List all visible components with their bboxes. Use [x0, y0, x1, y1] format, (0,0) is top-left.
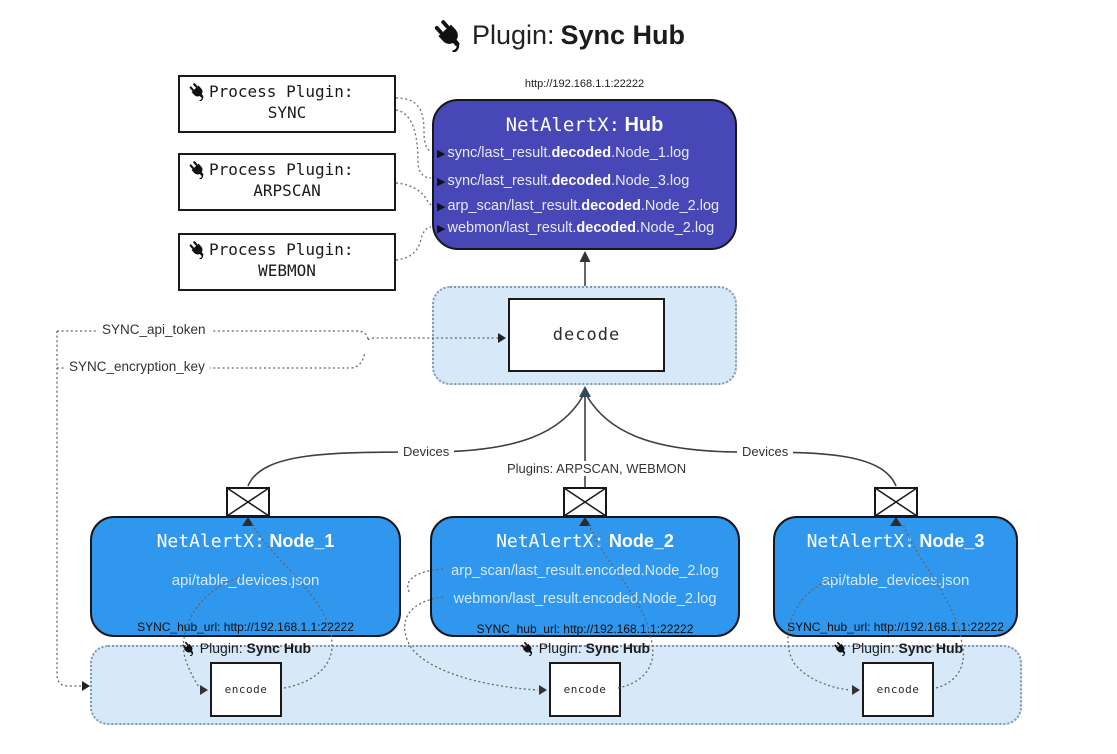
process-plugin-label: Process Plugin: [209, 82, 354, 101]
node-hub-url: SYNC_hub_url: http://192.168.1.1:22222 [137, 620, 354, 634]
hub-log-line: ▶arp_scan/last_result.decoded.Node_2.log [434, 198, 738, 214]
log-text-bold: decoded [551, 173, 612, 189]
node-1-box: NetAlertX: Node_1 api/table_devices.json… [90, 516, 401, 637]
node-2-box: NetAlertX: Node_2 arp_scan/last_result.e… [430, 516, 740, 637]
plugins-center-label: Plugins: ARPSCAN, WEBMON [502, 461, 692, 476]
node-file-line: api/table_devices.json [821, 572, 970, 589]
log-text: .Node_2.log [636, 220, 715, 236]
hub-node: NetAlertX: Hub ▶sync/last_result.decoded… [432, 99, 737, 250]
node-title-name: Node_2 [608, 531, 674, 551]
node-title: NetAlertX: Node_2 [432, 531, 738, 552]
plug-icon [188, 240, 207, 259]
process-plugin-label: Process Plugin: [209, 160, 354, 179]
edge-sync-to-log1 [395, 97, 432, 152]
node-title-name: Node_1 [269, 531, 335, 551]
hub-log-line: ▶webmon/last_result.decoded.Node_2.log [434, 220, 738, 236]
node-title: NetAlertX: Node_3 [775, 531, 1016, 552]
log-text-bold: decoded [581, 198, 641, 214]
encode-box: encode [549, 662, 621, 717]
arrow-right-icon: ▶ [437, 223, 446, 235]
node-title-prefix: NetAlertX: [806, 531, 915, 552]
hub-url-label: http://192.168.1.1:22222 [524, 78, 645, 90]
plug-icon [181, 641, 196, 656]
node-hub-url: SYNC_hub_url: http://192.168.1.1:22222 [476, 622, 694, 636]
plugin-label-name: Sync Hub [585, 640, 651, 656]
plugin-label-text: Plugin: [851, 640, 895, 656]
node-title-prefix: NetAlertX: [156, 531, 265, 552]
encode-box: encode [862, 662, 934, 717]
plugin-label-text: Plugin: [538, 640, 582, 656]
encode-box: encode [210, 662, 282, 717]
arrowhead [579, 386, 591, 397]
log-text: .Node_1.log [611, 145, 690, 161]
arrow-right-icon: ▶ [437, 148, 446, 160]
log-text: arp_scan/last_result. [447, 198, 582, 214]
arrow-right-icon: ▶ [437, 201, 446, 213]
edge-webmon-to-log4 [395, 226, 432, 261]
node-file-line: arp_scan/last_result.encoded.Node_2.log [451, 563, 719, 579]
log-text: sync/last_result. [447, 145, 552, 161]
hub-log-line: ▶sync/last_result.decoded.Node_1.log [434, 145, 738, 161]
sync-api-token-label: SYNC_api_token [97, 322, 211, 337]
mail-icon [563, 487, 607, 517]
hub-title: NetAlertX: Hub [434, 114, 735, 137]
node-file-line: api/table_devices.json [171, 572, 320, 589]
edge-arpscan-to-log3 [395, 182, 432, 206]
arrowhead [579, 251, 591, 262]
mail-icon [874, 487, 918, 517]
node-title-prefix: NetAlertX: [496, 531, 605, 552]
arrowhead [82, 681, 90, 691]
log-text: .Node_2.log [640, 198, 720, 214]
node-3-box: NetAlertX: Node_3 api/table_devices.json… [773, 516, 1018, 637]
plug-icon [188, 160, 207, 179]
process-plugin-name: ARPSCAN [253, 181, 321, 200]
process-plugin-box-webmon: Process Plugin: WEBMON [178, 233, 396, 291]
log-text: .Node_3.log [611, 173, 690, 189]
plug-icon [188, 82, 207, 101]
edge-sync-to-log2 [395, 109, 432, 179]
hub-title-prefix: NetAlertX: [505, 114, 621, 136]
page-title: Plugin: Sync Hub [0, 14, 1117, 56]
process-plugin-name: WEBMON [258, 261, 316, 280]
page-title-name: Sync Hub [560, 19, 686, 50]
process-plugin-box-arpscan: Process Plugin: ARPSCAN [178, 153, 396, 211]
process-plugin-name: SYNC [267, 103, 307, 122]
log-text: sync/last_result. [447, 173, 552, 189]
node-hub-url: SYNC_hub_url: http://192.168.1.1:22222 [787, 620, 1004, 634]
plugin-label-name: Sync Hub [898, 640, 964, 656]
encoder-plugin-label: Plugin: Sync Hub [818, 640, 978, 656]
sync-encryption-key-label: SYNC_encryption_key [64, 359, 210, 374]
plug-icon [833, 641, 848, 656]
devices-right-label: Devices [737, 444, 794, 459]
node-title: NetAlertX: Node_1 [92, 531, 399, 552]
mail-icon [226, 487, 270, 517]
decode-box: decode [508, 298, 665, 372]
page-title-prefix: Plugin: [471, 19, 555, 50]
encoder-plugin-label: Plugin: Sync Hub [505, 640, 665, 656]
log-text: webmon/last_result. [447, 220, 577, 236]
process-plugin-box-sync: Process Plugin: SYNC [178, 75, 396, 133]
node-file-line: webmon/last_result.encoded.Node_2.log [453, 591, 717, 607]
encoder-plugin-label: Plugin: Sync Hub [166, 640, 326, 656]
process-plugin-label: Process Plugin: [209, 240, 354, 259]
log-text-bold: decoded [551, 145, 612, 161]
edge-tokens-to-encoders [56, 331, 82, 687]
hub-log-line: ▶sync/last_result.decoded.Node_3.log [434, 173, 738, 189]
node-title-name: Node_3 [919, 531, 985, 551]
arrow-right-icon: ▶ [437, 176, 446, 188]
plug-icon [520, 641, 535, 656]
plugin-label-text: Plugin: [199, 640, 243, 656]
plug-icon [432, 18, 466, 52]
hub-title-name: Hub [624, 114, 664, 136]
log-text-bold: decoded [576, 220, 637, 236]
devices-left-label: Devices [398, 444, 455, 459]
plugin-label-name: Sync Hub [246, 640, 312, 656]
